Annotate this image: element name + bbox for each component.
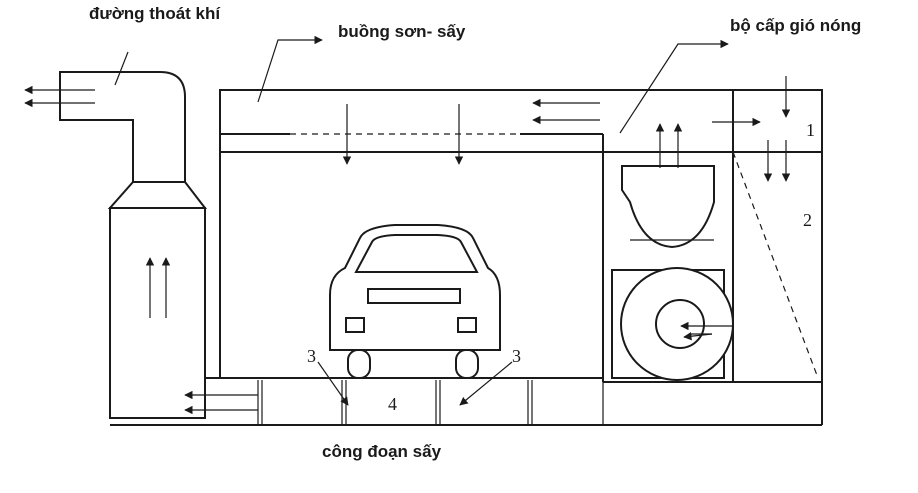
- callout-2: 2: [803, 210, 812, 230]
- heater-unit: [621, 165, 715, 249]
- callout-3-left: 3: [307, 346, 316, 366]
- plenum-left-arrows: [532, 98, 600, 125]
- inlet-arrows: [763, 76, 791, 182]
- exhaust-duct: [59, 71, 208, 419]
- exhaust-out-arrows: [24, 85, 95, 108]
- exhaust-duct-label: đường thoát khí: [89, 4, 221, 23]
- downflow-arrows: [342, 104, 464, 165]
- fan-unit: [611, 267, 734, 381]
- paint-dry-booth-label: buồng sơn- sấy: [338, 22, 466, 41]
- hot-air-supply-label: bộ cấp gió nóng: [730, 16, 861, 35]
- callout-4: 4: [388, 394, 397, 414]
- bottom-out-arrows: [184, 390, 258, 415]
- heater-up-arrows: [655, 123, 683, 168]
- leader-lines: [114, 35, 729, 406]
- exhaust-up-arrows: [145, 257, 171, 318]
- callout-3-right: 3: [512, 346, 521, 366]
- drying-stage-label: công đoạn sấy: [322, 442, 442, 461]
- car: [329, 224, 501, 379]
- callout-1: 1: [806, 120, 815, 140]
